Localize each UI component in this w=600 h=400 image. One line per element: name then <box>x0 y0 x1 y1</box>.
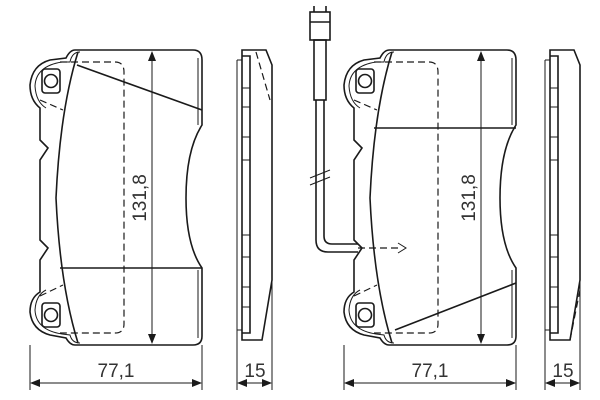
thickness-label: 15 <box>244 361 265 382</box>
pad-side-view-right: 15 <box>544 49 581 390</box>
wear-sensor <box>309 6 407 254</box>
pad-front-view-right: 131,8 77,1 <box>343 49 517 390</box>
pad-front-view-left: 131,8 77,1 <box>29 49 203 390</box>
pad-side-view-left: 15 <box>236 49 273 390</box>
width-label: 77,1 <box>98 361 135 382</box>
height-label: 131,8 <box>130 174 151 222</box>
thickness-label: 15 <box>552 361 573 382</box>
width-label: 77,1 <box>412 361 449 382</box>
height-label: 131,8 <box>459 174 480 222</box>
